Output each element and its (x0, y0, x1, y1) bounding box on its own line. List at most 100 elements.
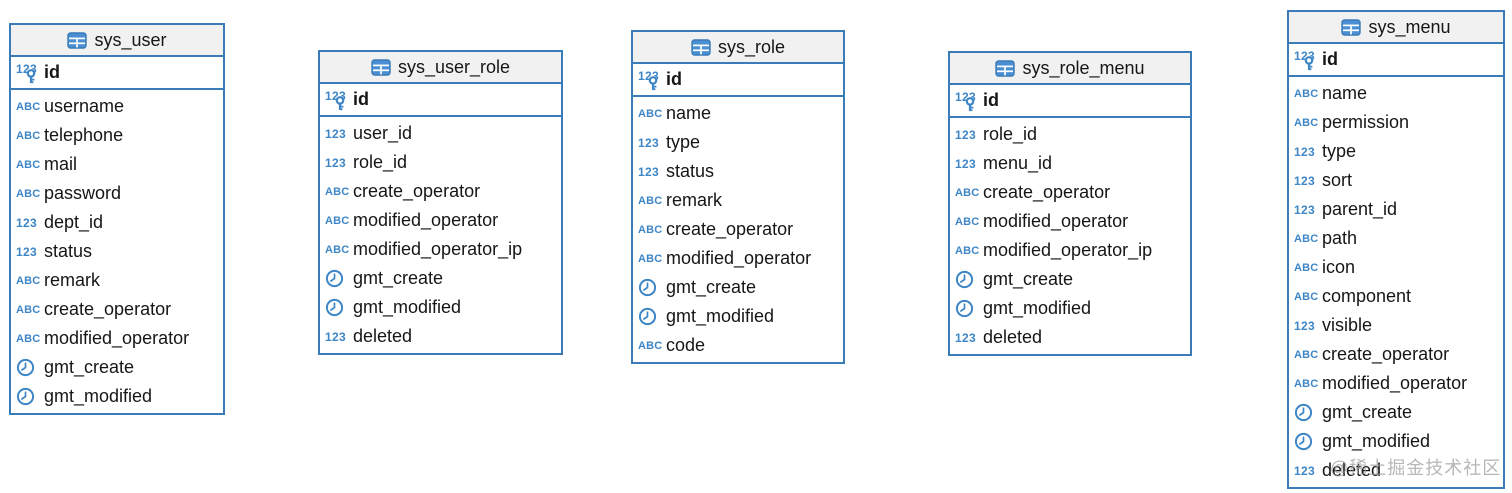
column-row-gmt_modified[interactable]: gmt_modified (633, 302, 843, 331)
column-row-gmt_modified[interactable]: gmt_modified (11, 382, 223, 411)
column-name: permission (1322, 112, 1410, 132)
text-type-label: ABC (638, 252, 663, 265)
table-grid-icon (67, 31, 88, 49)
primary-key-icon: 123 (16, 61, 44, 85)
column-name: gmt_create (983, 269, 1074, 289)
text-type-icon: ABC (1294, 378, 1322, 390)
clock-icon (638, 278, 657, 297)
column-name: modified_operator (44, 328, 190, 348)
primary-key-row[interactable]: 123 id (11, 57, 223, 90)
numeric-type-icon: 123 (325, 156, 353, 170)
table-header[interactable]: sys_user_role (320, 52, 561, 84)
table-header[interactable]: sys_role_menu (950, 53, 1190, 85)
column-row-gmt_create[interactable]: gmt_create (633, 273, 843, 302)
column-name: type (1322, 141, 1357, 161)
column-name: modified_operator_ip (983, 240, 1153, 260)
primary-key-row[interactable]: 123 id (1289, 44, 1503, 77)
numeric-type-label: 123 (16, 244, 37, 259)
primary-key-row[interactable]: 123 id (950, 85, 1190, 118)
text-type-label: ABC (16, 187, 41, 200)
column-row-gmt_create[interactable]: gmt_create (11, 353, 223, 382)
column-row-gmt_modified[interactable]: gmt_modified (1289, 427, 1503, 456)
text-type-label: ABC (16, 100, 41, 113)
text-type-label: ABC (16, 274, 41, 287)
table-header[interactable]: sys_role (633, 32, 843, 64)
numeric-type-label: 123 (16, 215, 37, 230)
column-row-gmt_create[interactable]: gmt_create (320, 264, 561, 293)
column-row-gmt_create[interactable]: gmt_create (1289, 398, 1503, 427)
column-name: modified_operator (1322, 373, 1468, 393)
column-name: gmt_modified (44, 386, 153, 406)
primary-key-row[interactable]: 123 id (320, 84, 561, 117)
column-name: gmt_create (44, 357, 135, 377)
column-row-gmt_modified[interactable]: gmt_modified (950, 294, 1190, 323)
column-name: role_id (353, 152, 408, 172)
clock-icon (1294, 432, 1313, 451)
text-type-icon: ABC (16, 333, 44, 345)
table-header[interactable]: sys_user (11, 25, 223, 57)
numeric-type-label: 123 (325, 126, 346, 141)
numeric-type-icon: 123 (16, 245, 44, 259)
table-header[interactable]: sys_menu (1289, 12, 1503, 44)
column-row-gmt_create[interactable]: gmt_create (950, 265, 1190, 294)
text-type-label: ABC (1294, 116, 1319, 129)
text-type-icon: ABC (1294, 117, 1322, 129)
column-name: modified_operator (353, 210, 499, 230)
text-type-label: ABC (638, 223, 663, 236)
column-name: deleted (353, 326, 413, 346)
column-name: code (666, 335, 706, 355)
datetime-clock-icon (325, 298, 353, 317)
numeric-type-icon: 123 (1294, 174, 1322, 188)
text-type-icon: ABC (16, 130, 44, 142)
column-row-gmt_modified[interactable]: gmt_modified (320, 293, 561, 322)
primary-key-row[interactable]: 123 id (633, 64, 843, 97)
key-icon (26, 68, 36, 83)
